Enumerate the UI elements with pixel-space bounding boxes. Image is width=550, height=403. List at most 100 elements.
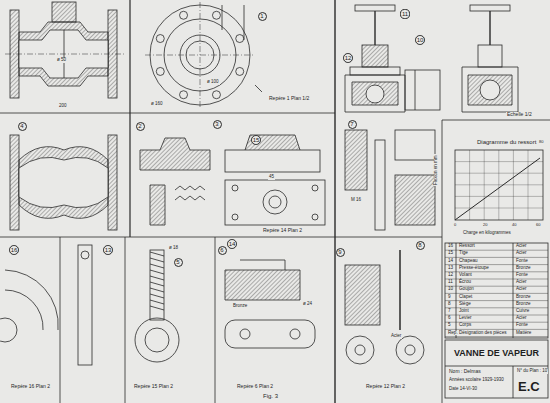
callout-number: 13 — [103, 245, 113, 255]
callout-number: 8 — [416, 241, 425, 250]
callout-text: 15 — [253, 137, 260, 143]
callout-text: 12 — [345, 55, 352, 61]
drawing-note: Flexion en mm — [434, 154, 439, 186]
table-cell: Bronze — [515, 302, 532, 307]
table-cell: 14 — [447, 259, 454, 264]
table-cell: 12 — [447, 273, 454, 278]
callout-number: 10 — [415, 35, 425, 45]
table-cell: Fonte — [515, 323, 529, 328]
table-cell: Levier — [458, 316, 473, 321]
callout-number: 9 — [336, 248, 345, 257]
drawing-note: Bronze — [232, 304, 248, 309]
table-cell: Acier — [515, 251, 527, 256]
table-cell: Ressort — [458, 244, 476, 249]
drawing-note: Echelle 1/2 — [506, 112, 533, 117]
table-cell: 13 — [447, 266, 454, 271]
callout-number: 11 — [400, 9, 409, 18]
callout-number: 7 — [348, 120, 357, 129]
drawing-note: Repère 16 Plan 2 — [10, 384, 51, 389]
drawing-note: ø 160 — [150, 102, 164, 107]
callout-number: 5 — [174, 258, 183, 267]
table-cell: Tige — [458, 251, 469, 256]
table-cell: Acier — [515, 287, 527, 292]
callout-number: 15 — [251, 135, 261, 145]
drawing-note: 60 — [535, 223, 541, 227]
title-field: N° du Plan : 10 — [516, 369, 548, 374]
callout-text: 6 — [220, 247, 223, 253]
callout-text: 9 — [338, 249, 341, 255]
drawing-note: Charge en kilogrammes — [462, 231, 512, 236]
callout-text: 4 — [20, 123, 23, 129]
table-cell: 11 — [447, 280, 454, 285]
table-cell: Goujon — [458, 287, 475, 292]
drawing-note: M 16 — [350, 198, 362, 203]
callout-text: 2 — [138, 123, 141, 129]
table-cell: Bronze — [515, 295, 532, 300]
title-field: Nom : Delmas — [448, 369, 482, 374]
callout-number: 12 — [343, 53, 353, 63]
drawing-note: Repère 12 Plan 2 — [365, 384, 406, 389]
drawing-note: Repère 1 Plan 1/2 — [268, 96, 310, 101]
drawing-note: Diagramme du ressort — [476, 139, 537, 145]
table-cell: Acier — [515, 316, 527, 321]
table-cell: Fonte — [515, 273, 529, 278]
table-cell: Rep. — [447, 331, 459, 336]
callout-text: 8 — [418, 242, 421, 248]
table-cell: Écrou — [458, 280, 472, 285]
table-cell: Presse-étoupe — [458, 266, 490, 271]
title-field: Date 14-VI-30 — [448, 387, 478, 392]
table-cell: Fonte — [515, 259, 529, 264]
callout-text: 5 — [176, 259, 179, 265]
table-cell: Volant — [458, 273, 473, 278]
title-field: Années scolaire 1929-1930 — [448, 378, 505, 383]
drawing-note: ø 100 — [206, 80, 220, 85]
callout-number: 2 — [136, 122, 145, 131]
drawing-note: Repère 14 Plan 2 — [262, 228, 303, 233]
table-cell: Siège — [458, 302, 472, 307]
table-cell: 10 — [447, 287, 454, 292]
table-cell: Corps — [458, 323, 472, 328]
table-cell: Acier — [515, 280, 527, 285]
callout-text: 16 — [11, 247, 18, 253]
table-cell: Bronze — [515, 266, 532, 271]
figure-caption: Fig. 3 — [262, 393, 279, 399]
title-text: VANNE DE VAPEUR — [454, 349, 539, 358]
callout-text: 3 — [215, 121, 218, 127]
table-cell: 16 — [447, 244, 454, 249]
table-cell: Joint — [458, 309, 470, 314]
table-cell: Chapeau — [458, 259, 479, 264]
callout-text: 10 — [417, 37, 424, 43]
drawing-note: ø 50 — [56, 58, 67, 63]
table-cell: 9 — [447, 295, 452, 300]
table-cell: 5 — [447, 323, 452, 328]
drawing-note: 0 — [453, 223, 457, 227]
drawing-note: ø 24 — [302, 302, 313, 307]
table-cell: 7 — [447, 309, 452, 314]
callout-text: 14 — [229, 241, 236, 247]
drawing-note: 45 — [268, 175, 275, 180]
table-cell: 15 — [447, 251, 454, 256]
table-cell: 8 — [447, 302, 452, 307]
drawing-note: 80 — [538, 140, 544, 144]
callout-number: 6 — [218, 246, 227, 255]
callout-number: 14 — [227, 239, 237, 249]
callout-number: 16 — [9, 245, 19, 255]
drawing-note: 200 — [58, 104, 68, 109]
callout-text: 13 — [105, 247, 112, 253]
callout-number: 3 — [213, 120, 222, 129]
table-cell: Acier — [515, 244, 527, 249]
callout-number: 1 — [258, 12, 267, 21]
drawing-note: 40 — [511, 223, 517, 227]
drawing-note: Repère 6 Plan 2 — [236, 384, 274, 389]
table-cell: 6 — [447, 316, 452, 321]
callout-text: 1 — [260, 13, 263, 19]
title-block: VANNE DE VAPEUR — [447, 343, 546, 364]
callout-text: 11 — [402, 11, 408, 17]
drawing-note: ø 18 — [168, 246, 179, 251]
callout-text: 7 — [350, 121, 353, 127]
table-cell: Matière — [515, 331, 532, 336]
table-cell: Cuivre — [515, 309, 530, 314]
drawing-note: 20 — [482, 223, 488, 227]
table-cell: Clapet — [458, 295, 473, 300]
